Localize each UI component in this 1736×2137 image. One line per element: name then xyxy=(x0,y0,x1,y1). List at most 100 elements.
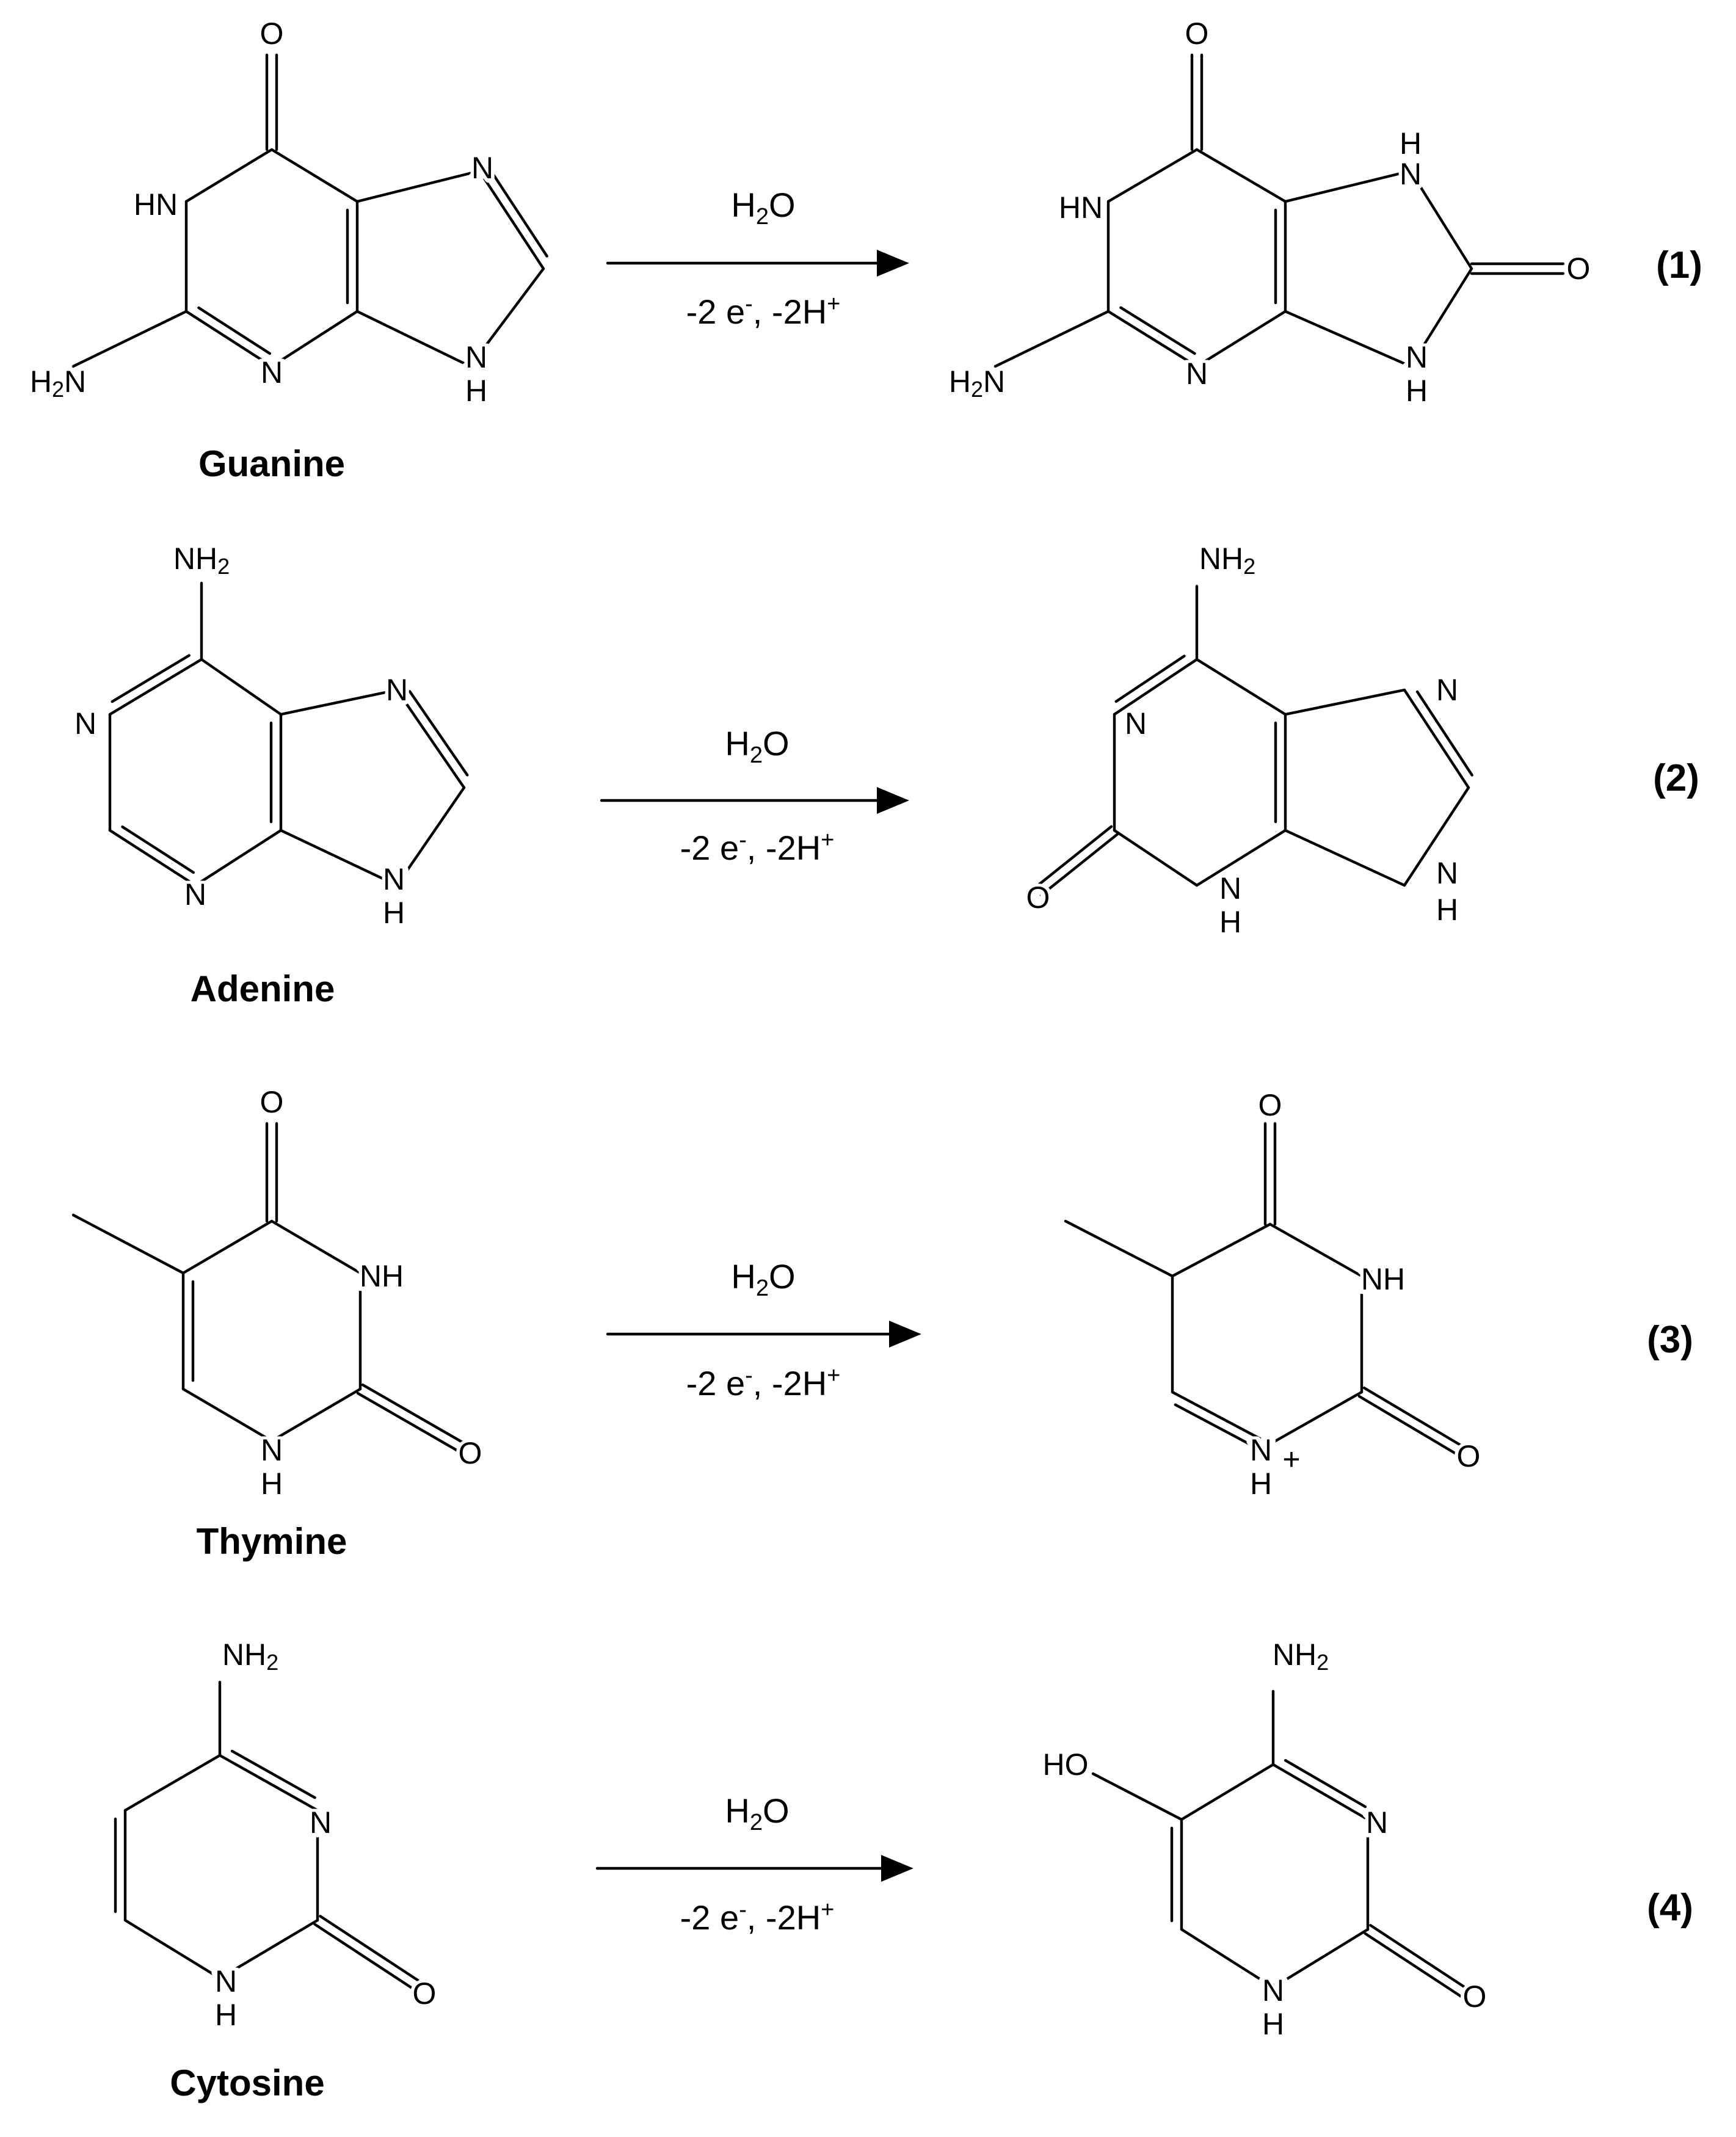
bond-1 xyxy=(184,148,274,203)
atom-label-49: NN xyxy=(1362,1801,1392,1844)
bond-89 xyxy=(218,1754,319,1812)
svg-text:N: N xyxy=(1436,673,1458,707)
svg-text:O: O xyxy=(1185,16,1209,51)
bond-81 xyxy=(1174,1403,1260,1450)
svg-text:N: N xyxy=(1219,871,1241,905)
atom-label-1: OO xyxy=(256,12,287,55)
bond-53 xyxy=(1195,829,1287,887)
svg-text:N: N xyxy=(1436,673,1458,707)
svg-text:H: H xyxy=(1436,893,1458,927)
bond-24 xyxy=(1195,148,1287,203)
equation-number-3: (3) xyxy=(1647,1319,1693,1361)
bond-107 xyxy=(1180,1763,1275,1821)
bond-99 xyxy=(319,1915,419,1982)
bond-12 xyxy=(478,169,545,270)
svg-text:N: N xyxy=(310,1805,332,1840)
svg-text:H: H xyxy=(1262,2007,1284,2041)
bond-45 xyxy=(395,688,466,789)
atom-label-29: NN xyxy=(1432,852,1462,894)
svg-text:N: N xyxy=(184,877,206,912)
bond-79 xyxy=(1268,1390,1364,1446)
equation-number-2: (2) xyxy=(1653,757,1699,799)
svg-text:H: H xyxy=(1400,126,1422,161)
svg-text:N: N xyxy=(1436,856,1458,890)
bond-46 xyxy=(408,690,469,777)
svg-text:N: N xyxy=(261,1433,283,1467)
equation-number-4: (4) xyxy=(1647,1887,1693,1929)
atom-label-3: NN xyxy=(256,351,287,394)
svg-text:O: O xyxy=(261,16,283,51)
svg-text:O: O xyxy=(1567,252,1589,286)
svg-text:H: H xyxy=(215,1998,237,2032)
svg-text:N: N xyxy=(74,706,96,741)
svg-text:N: N xyxy=(1366,1805,1388,1840)
atom-label-51: NN xyxy=(1258,1969,1288,2012)
svg-text:N: N xyxy=(261,355,283,390)
atom-label-5: NN xyxy=(461,336,492,379)
svg-text:H2N: H2N xyxy=(949,365,1005,402)
bond-101 xyxy=(1284,1758,1367,1809)
svg-text:N: N xyxy=(386,673,408,707)
bond-109 xyxy=(1364,1932,1464,1999)
bond-88 xyxy=(1064,1219,1174,1278)
svg-text:N: N xyxy=(465,340,487,374)
svg-text:H: H xyxy=(215,1998,237,2032)
bond-104 xyxy=(1180,1928,1275,1989)
svg-text:O: O xyxy=(1457,1439,1481,1473)
svg-text:N: N xyxy=(383,862,405,896)
svg-text:HO: HO xyxy=(1043,1747,1089,1782)
svg-text:H: H xyxy=(1219,905,1241,939)
bond-28 xyxy=(1409,169,1473,270)
atom-label-11: HH xyxy=(1395,122,1426,165)
atom-label-33: OO xyxy=(455,1432,485,1475)
atom-label-8: OO xyxy=(1182,12,1212,55)
svg-text:HN: HN xyxy=(1059,190,1103,225)
atom-label-25: NN xyxy=(1432,669,1462,711)
bond-76 xyxy=(71,1213,185,1275)
svg-text:N: N xyxy=(471,151,493,185)
svg-text:N: N xyxy=(1125,706,1147,741)
bond-50 xyxy=(1114,655,1186,703)
bond-49 xyxy=(1113,658,1199,716)
svg-text:H: H xyxy=(1250,1467,1272,1501)
bond-111 xyxy=(1091,1772,1183,1821)
bond-14 xyxy=(468,267,545,368)
bond-59 xyxy=(1403,688,1470,789)
svg-text:H: H xyxy=(465,374,487,408)
atom-label-27: NN xyxy=(1215,867,1246,910)
atom-label-35: HH xyxy=(256,1462,287,1505)
bond-60 xyxy=(1415,690,1473,777)
svg-text:N: N xyxy=(1250,1433,1272,1467)
svg-text:HN: HN xyxy=(134,187,178,222)
bond-77 xyxy=(1268,1222,1364,1278)
svg-text:NH2: NH2 xyxy=(1199,542,1255,579)
svg-text:O: O xyxy=(1186,16,1208,51)
svg-text:NH: NH xyxy=(360,1259,404,1293)
svg-text:O: O xyxy=(1258,1088,1282,1122)
svg-text:N: N xyxy=(1125,706,1147,741)
bond-8 xyxy=(270,148,359,203)
bond-64 xyxy=(1039,833,1119,897)
svg-text:N: N xyxy=(471,151,493,185)
bond-74 xyxy=(356,1391,460,1453)
svg-text:HN: HN xyxy=(1059,190,1103,225)
bond-21 xyxy=(1195,310,1287,368)
atom-label-22: HH xyxy=(379,891,409,934)
svg-text:H: H xyxy=(1250,1467,1272,1501)
atom-label-30: HH xyxy=(1432,888,1462,931)
svg-text:H: H xyxy=(1436,893,1458,927)
svg-text:N: N xyxy=(1250,1433,1272,1467)
compound-name-thymine: Thymine xyxy=(197,1521,347,1562)
svg-text:O: O xyxy=(1026,880,1050,915)
bond-58 xyxy=(1284,688,1406,716)
atom-label-38: OO xyxy=(1453,1435,1484,1478)
svg-text:HO: HO xyxy=(1044,1747,1088,1782)
equation-number-1: (1) xyxy=(1656,244,1702,286)
atom-label-20: NN xyxy=(382,669,412,711)
